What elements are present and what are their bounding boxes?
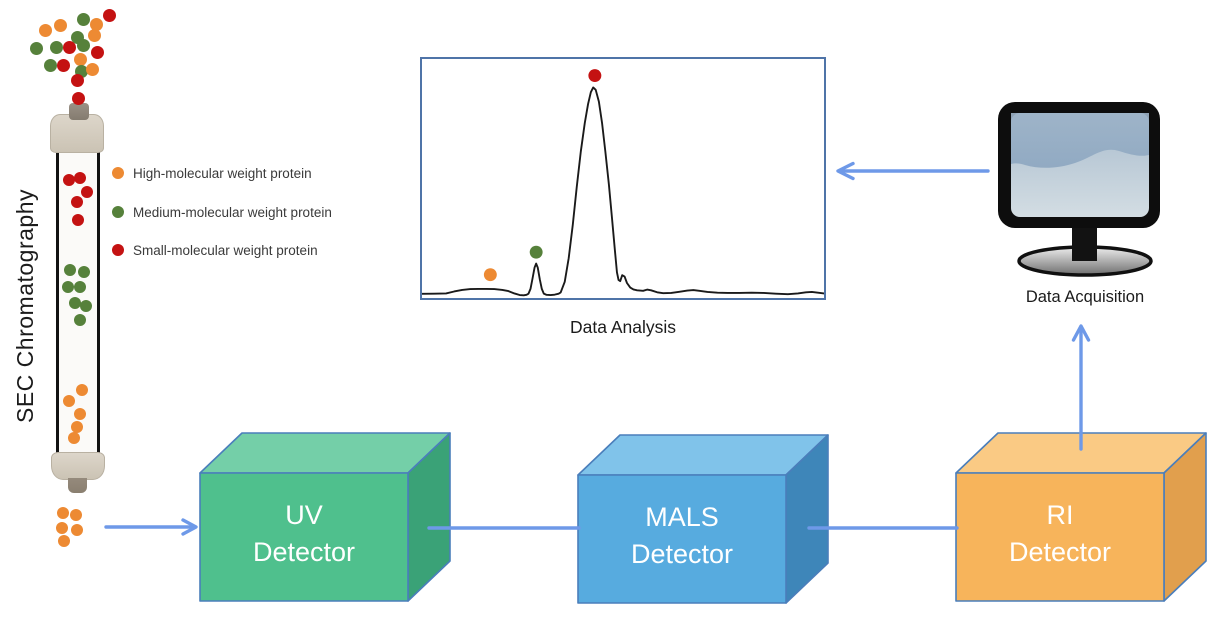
legend-item-small: Small-molecular weight protein [112,242,318,258]
legend-item-medium: Medium-molecular weight protein [112,204,332,220]
legend-label: Small-molecular weight protein [133,242,318,258]
protein-dot [29,41,43,55]
protein-dot [80,300,92,312]
protein-dot [87,28,101,42]
protein-dot [71,421,83,433]
mals-box-front-face [577,474,787,604]
protein-dot [102,8,116,22]
peak-marker-dot [483,268,497,282]
small-mw-dot-icon [112,244,124,256]
column-top-plug [69,103,89,120]
protein-dot [69,297,81,309]
protein-dot [58,535,70,547]
protein-dot [56,58,70,72]
protein-dot [72,214,84,226]
chromatogram-curve [422,86,824,297]
protein-dot [43,58,57,72]
monitor-caption: Data Acquisition [1025,288,1145,306]
column-bottom-plug [68,478,87,493]
medium-mw-dot-icon [112,206,124,218]
protein-dot [76,384,88,396]
protein-dot [89,17,103,31]
protein-dot [62,40,76,54]
protein-dot [71,91,85,105]
protein-dot [71,196,83,208]
chromatogram-curve-svg [422,69,824,297]
protein-dot [74,281,86,293]
protein-dot [70,73,84,87]
legend-item-high: High-molecular weight protein [112,165,312,181]
protein-dot [74,314,86,326]
protein-dot [76,12,90,26]
protein-dot [38,23,52,37]
protein-dot [49,40,63,54]
protein-dot [63,174,75,186]
protein-dot [64,264,76,276]
protein-dot [71,524,83,536]
legend-label: High-molecular weight protein [133,165,312,181]
protein-dot [81,186,93,198]
protein-dot [62,281,74,293]
protein-dot [90,45,104,59]
protein-dot [76,38,90,52]
protein-dot [57,507,69,519]
protein-dot [68,432,80,444]
protein-dot [74,172,86,184]
peak-marker-dot [588,69,602,83]
ri-box-front-face [955,472,1165,602]
peak-marker-dot [529,245,543,259]
protein-dot [74,408,86,420]
ri-box-top-face [955,432,1207,474]
uv-box-front-face [199,472,409,602]
mals-box-top-face [577,434,829,476]
protein-dot [85,62,99,76]
high-mw-dot-icon [112,167,124,179]
uv-box-top-face [199,432,451,474]
protein-dot [63,395,75,407]
protein-dot [56,522,68,534]
computer-monitor-icon [995,95,1175,280]
protein-dot [70,509,82,521]
chart-caption: Data Analysis [569,317,677,337]
protein-dot [53,18,67,32]
protein-dot [73,52,87,66]
protein-dot [78,266,90,278]
column-top-cap [50,114,104,153]
legend-label: Medium-molecular weight protein [133,204,332,220]
chromatogram-chart [420,57,826,300]
